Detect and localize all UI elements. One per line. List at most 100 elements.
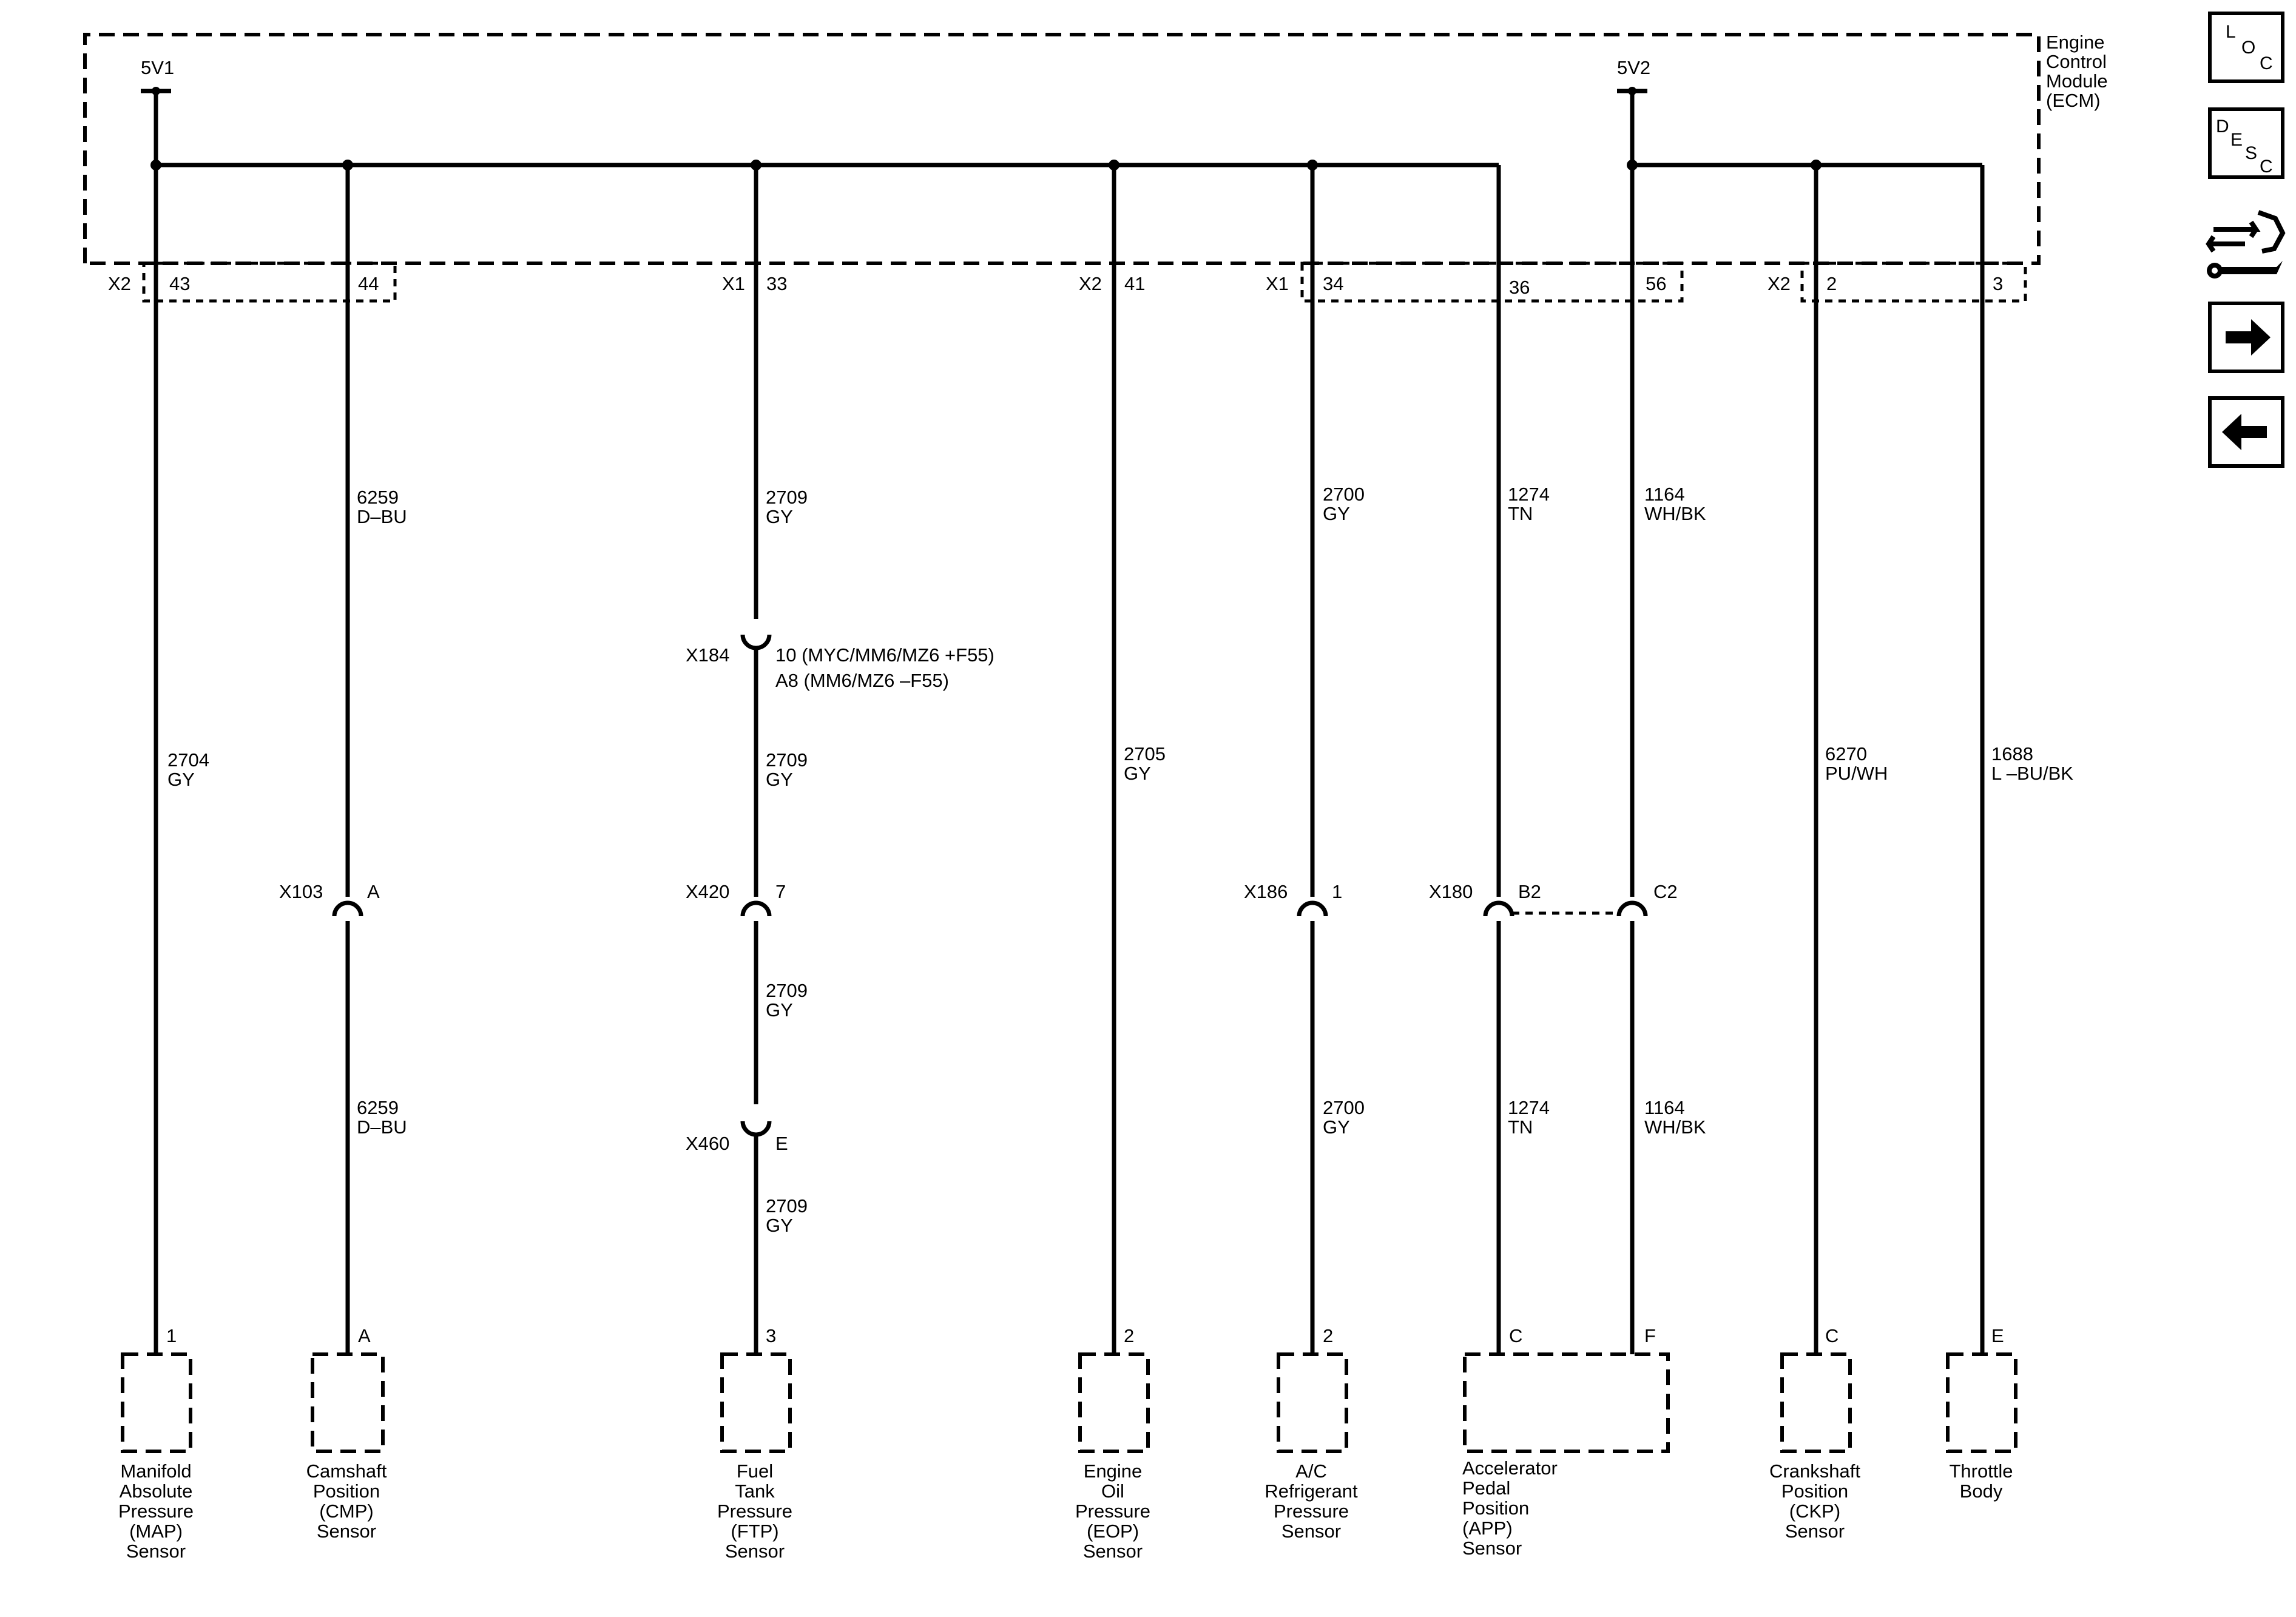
pin-3: 3 [1993,273,2003,294]
wire-2709-num-c: 2709 [766,980,808,1001]
ftp-pin: 3 [766,1325,776,1346]
circuit-map: 2704 GY [154,165,209,1354]
x184-name: X184 [686,644,729,666]
x184-pin-1: 10 (MYC/MM6/MZ6 +F55) [775,644,994,666]
wire-2709-num-a: 2709 [766,487,808,508]
map-label-1: Manifold [120,1460,191,1482]
x420-pin: 7 [775,881,786,902]
cmp-label-3: (CMP) [319,1501,374,1522]
app-label-3: Position [1462,1497,1529,1519]
x460-name: X460 [686,1133,729,1154]
cmp-label-4: Sensor [317,1521,376,1542]
x184-pin-2: A8 (MM6/MZ6 –F55) [775,670,949,691]
circuit-ftp: 2709 GY X184 10 (MYC/MM6/MZ6 +F55) A8 (M… [686,165,994,1354]
map-label-5: Sensor [126,1541,186,1562]
ftp-label-3: Pressure [717,1501,792,1522]
ftp-label-1: Fuel [737,1460,773,1482]
component-ckp-sensor: C Crankshaft Position (CKP) Sensor [1769,1325,1860,1542]
component-cmp-sensor: A Camshaft Position (CMP) Sensor [306,1325,387,1542]
wire-1164-num-bot: 1164 [1644,1097,1685,1118]
connector-wrench-icon[interactable] [2206,210,2286,279]
eop-label-3: Pressure [1075,1501,1150,1522]
wire-2709-num-d: 2709 [766,1195,808,1217]
x460-pin: E [775,1133,788,1154]
ckp-label-4: Sensor [1785,1521,1845,1542]
ref-5v1-label: 5V1 [141,57,174,78]
ckp-pin: C [1825,1325,1838,1346]
wire-2700-num-top: 2700 [1323,484,1365,505]
wire-6259-color-top: D–BU [357,506,407,527]
pin-36: 36 [1509,277,1530,298]
x186-name: X186 [1244,881,1288,902]
app-label-4: (APP) [1462,1517,1513,1539]
ftp-label-4: (FTP) [731,1521,778,1542]
wire-6259-color-bot: D–BU [357,1116,407,1138]
description-button[interactable]: D E S C [2208,107,2284,179]
wire-2709-color-c: GY [766,999,793,1021]
acr-label-3: Pressure [1274,1501,1349,1522]
wire-6259-num-top: 6259 [357,487,399,508]
ftp-label-2: Tank [735,1480,775,1502]
component-map-sensor: 1 Manifold Absolute Pressure (MAP) Senso… [118,1325,194,1562]
wire-1274-num-top: 1274 [1508,484,1550,505]
wire-1164-color-top: WH/BK [1644,503,1706,524]
pin-41: 41 [1124,273,1145,294]
map-label-3: Pressure [118,1501,194,1522]
ecm-label-3: Module [2046,70,2108,92]
ecm-module: Engine Control Module (ECM) [83,32,2108,265]
acr-pin: 2 [1323,1325,1333,1346]
desc-letter-d: D [2216,116,2229,137]
conn-x2-ckp: X2 [1768,273,1791,294]
location-button[interactable]: L O C [2208,12,2284,83]
conn-x1-acr: X1 [1266,273,1289,294]
x186-pin: 1 [1332,881,1342,902]
tb-label-2: Body [1960,1480,2003,1502]
pin-2: 2 [1826,273,1837,294]
ecm-label-1: Engine [2046,32,2105,53]
arrow-right-icon [2226,319,2271,356]
acr-label-1: A/C [1295,1460,1327,1482]
wire-2700-color-top: GY [1323,503,1350,524]
ckp-label-2: Position [1781,1480,1848,1502]
wire-1688-color: L –BU/BK [1991,763,2073,784]
ecm-label-4: (ECM) [2046,90,2101,111]
x180-pin-c2: C2 [1653,881,1678,902]
acr-label-2: Refrigerant [1264,1480,1358,1502]
circuit-throttle: 1688 L –BU/BK [1980,165,2073,1354]
wire-6270-num: 6270 [1825,743,1867,765]
conn-x2-eop: X2 [1079,273,1102,294]
wire-1274-num-bot: 1274 [1508,1097,1550,1118]
x180-pin-b2: B2 [1518,881,1541,902]
pin-34: 34 [1323,273,1343,294]
conn-x2-map: X2 [108,273,131,294]
tb-label-1: Throttle [1949,1460,2013,1482]
loc-letter-l: L [2226,22,2236,42]
circuit-acr: 2700 GY X186 1 2700 GY [1244,165,1365,1354]
ftp-label-5: Sensor [725,1541,785,1562]
eop-label-5: Sensor [1083,1541,1143,1562]
component-ac-refrigerant-sensor: 2 A/C Refrigerant Pressure Sensor [1264,1325,1358,1542]
pin-56: 56 [1646,273,1666,294]
map-label-2: Absolute [120,1480,193,1502]
cmp-label-1: Camshaft [306,1460,387,1482]
next-page-button[interactable] [2208,302,2284,373]
wire-2709-color-b: GY [766,769,793,790]
x103-name: X103 [279,881,323,902]
x420-name: X420 [686,881,729,902]
wire-1164-color-bot: WH/BK [1644,1116,1706,1138]
ecm-label-2: Control [2046,51,2107,72]
desc-letter-e: E [2230,130,2243,150]
desc-letter-c: C [2260,157,2273,177]
component-ftp-sensor: 3 Fuel Tank Pressure (FTP) Sensor [717,1325,792,1562]
app-label-2: Pedal [1462,1477,1510,1499]
wire-1688-num: 1688 [1991,743,2033,765]
conn-x1-ftp: X1 [722,273,745,294]
previous-page-button[interactable] [2208,396,2284,468]
cmp-pin: A [358,1325,371,1346]
wire-2700-num-bot: 2700 [1323,1097,1365,1118]
ecm-connectors: X2 X1 X2 X1 X2 43 44 33 41 34 36 56 2 3 [108,262,2027,303]
wire-2705-color: GY [1124,763,1151,784]
reference-5v1: 5V1 [141,57,174,165]
acr-label-4: Sensor [1281,1521,1341,1542]
wire-2709-color-a: GY [766,506,793,527]
